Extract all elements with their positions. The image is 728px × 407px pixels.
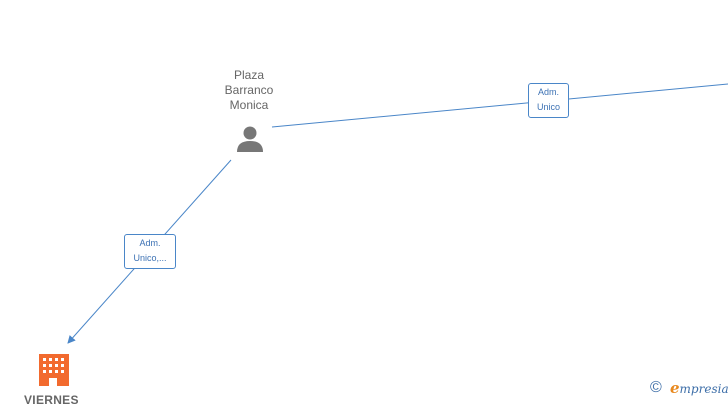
person-name-line: Monica (229, 98, 269, 112)
brand-initial: e (670, 379, 680, 397)
edge-label-line: Adm. (537, 87, 559, 97)
brand-logo[interactable]: empresia (670, 380, 728, 397)
person-name-line: Plaza (233, 68, 265, 82)
company-name[interactable]: VIERNES (24, 393, 79, 407)
edge-label-adm-unico[interactable]: Adm. Unico (528, 83, 569, 118)
brand-name: mpresia (679, 382, 728, 396)
edge-label-line: Adm. (139, 238, 161, 248)
edge-label-line: Unico (536, 102, 560, 112)
person-icon[interactable] (237, 126, 263, 153)
edge-line-top (271, 83, 728, 128)
edge-label-adm-unico-more[interactable]: Adm. Unico,... (124, 234, 176, 269)
edge-label-line: Unico,... (133, 253, 167, 263)
building-icon[interactable] (39, 354, 69, 386)
person-name[interactable]: Plaza Barranco Monica (210, 68, 288, 113)
copyright-symbol: © (650, 379, 662, 396)
person-name-line: Barranco (224, 83, 274, 97)
